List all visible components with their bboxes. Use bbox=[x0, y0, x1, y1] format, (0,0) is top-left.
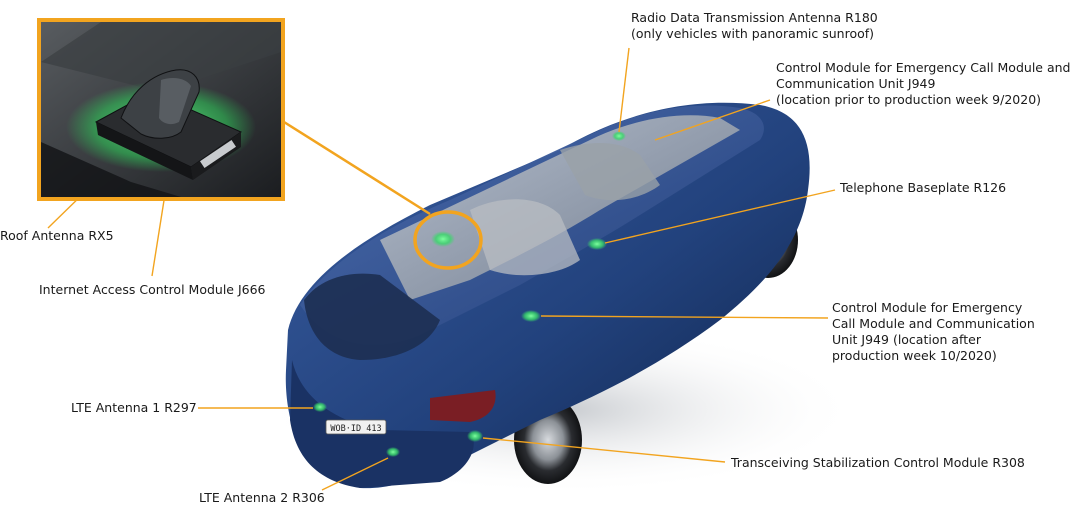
interior-seats bbox=[470, 199, 580, 276]
label-ecall-before: Control Module for Emergency Call Module… bbox=[776, 60, 1070, 108]
label-line: Radio Data Transmission Antenna R180 bbox=[631, 10, 878, 25]
label-line: Roof Antenna RX5 bbox=[0, 228, 114, 243]
label-line: Unit J949 (location after bbox=[832, 332, 981, 347]
highlight-circle bbox=[413, 210, 483, 270]
rear-bumper bbox=[290, 360, 474, 488]
label-line: Control Module for Emergency Call Module… bbox=[776, 60, 1071, 75]
car-body bbox=[285, 102, 810, 489]
glass-roof bbox=[380, 115, 740, 300]
leader-radio-antenna bbox=[618, 47, 630, 133]
label-line: (location prior to production week 9/202… bbox=[776, 92, 1042, 107]
marker-lte2 bbox=[386, 447, 400, 457]
marker-lte1 bbox=[313, 402, 327, 412]
interior-dashboard bbox=[560, 143, 660, 201]
label-radio-antenna: Radio Data Transmission Antenna R180 (on… bbox=[631, 10, 878, 42]
marker-roof-antenna bbox=[431, 231, 455, 247]
tail-light bbox=[430, 390, 496, 422]
label-line: (only vehicles with panoramic sunroof) bbox=[631, 26, 875, 41]
label-line: Transceiving Stabilization Control Modul… bbox=[731, 455, 1025, 470]
label-line: Internet Access Control Module J666 bbox=[39, 282, 266, 297]
license-plate-text: WOB·ID 413 bbox=[330, 424, 381, 434]
label-line: Call Module and Communication bbox=[832, 316, 1035, 331]
label-internet-access: Internet Access Control Module J666 bbox=[39, 282, 266, 298]
label-line: Telephone Baseplate R126 bbox=[840, 180, 1007, 195]
leader-ecall-before bbox=[654, 99, 771, 141]
label-stabilization: Transceiving Stabilization Control Modul… bbox=[731, 455, 1025, 471]
marker-stabilization bbox=[467, 430, 483, 442]
license-plate: WOB·ID 413 bbox=[325, 419, 387, 435]
label-telephone-baseplate: Telephone Baseplate R126 bbox=[840, 180, 1006, 196]
rear-window bbox=[304, 273, 440, 360]
label-line: Control Module for Emergency bbox=[832, 300, 1023, 315]
inset-illustration bbox=[41, 22, 281, 197]
marker-ecall-after bbox=[521, 310, 541, 322]
marker-telephone-baseplate bbox=[587, 238, 607, 250]
label-line: LTE Antenna 2 R306 bbox=[199, 490, 325, 505]
detail-inset bbox=[37, 18, 285, 201]
leader-stabilization bbox=[482, 437, 726, 463]
marker-radio-antenna bbox=[612, 131, 626, 141]
leader-lte2 bbox=[321, 457, 389, 491]
label-lte2: LTE Antenna 2 R306 bbox=[199, 490, 325, 506]
label-line: LTE Antenna 1 R297 bbox=[71, 400, 197, 415]
label-ecall-after: Control Module for Emergency Call Module… bbox=[832, 300, 1035, 364]
leader-ecall-after bbox=[540, 315, 829, 319]
inset-connector-top bbox=[283, 120, 431, 216]
label-line: Communication Unit J949 bbox=[776, 76, 936, 91]
label-roof-antenna: Roof Antenna RX5 bbox=[0, 228, 114, 244]
label-lte1: LTE Antenna 1 R297 bbox=[71, 400, 197, 416]
label-line: production week 10/2020) bbox=[832, 348, 997, 363]
leader-telephone-baseplate bbox=[604, 189, 836, 244]
